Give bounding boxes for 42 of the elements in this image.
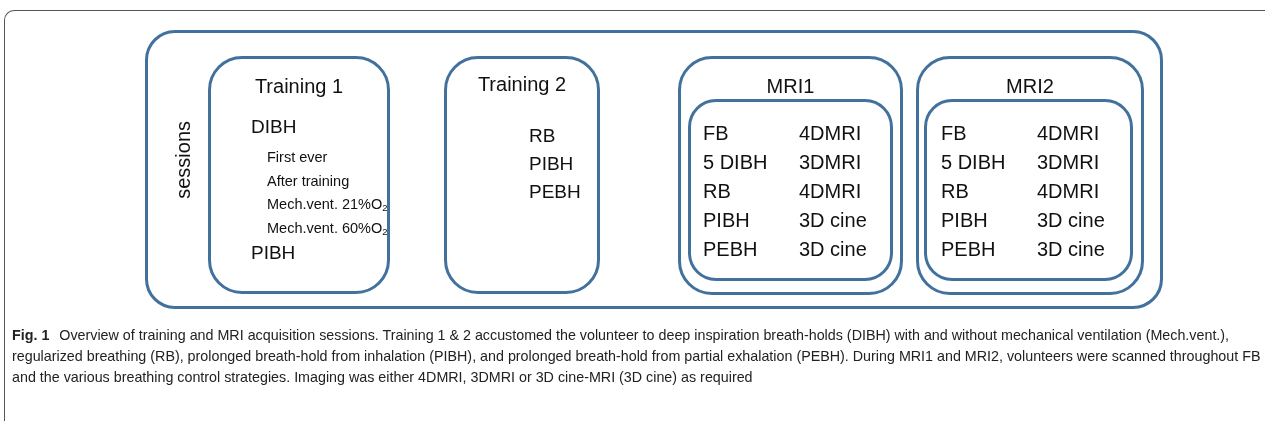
- box-text: PIBH: [941, 209, 988, 232]
- box-text: PEBH: [703, 238, 758, 261]
- box-text: Training 2: [477, 73, 567, 96]
- rounded-box: [678, 56, 903, 295]
- box-text: DIBH: [251, 116, 297, 138]
- rounded-box: [444, 56, 600, 294]
- box-text: 4DMRI: [799, 122, 862, 145]
- rounded-box: [924, 99, 1133, 281]
- box-text: First ever: [267, 149, 328, 166]
- box-text: 4DMRI: [1037, 122, 1100, 145]
- box-text: PIBH: [251, 242, 296, 264]
- rounded-box: [208, 56, 390, 294]
- box-text: 3DMRI: [799, 151, 862, 174]
- box-text: 4DMRI: [1037, 180, 1100, 203]
- box-text: RB: [941, 180, 969, 203]
- box-title: MRI2: [1006, 75, 1054, 98]
- box-text: 3D cine: [799, 238, 867, 261]
- box-title: MRI1: [766, 75, 815, 98]
- box-text: Mech.vent. 60%O$_{2}$: [267, 219, 388, 237]
- box-text: FB: [703, 122, 729, 145]
- box-text: 3D cine: [1037, 209, 1105, 232]
- box-text: PEBH: [529, 181, 581, 203]
- box-text: 5 DIBH: [941, 151, 1006, 174]
- rounded-box: [688, 99, 893, 281]
- box-text: Training 1: [254, 75, 344, 98]
- box-text: RB: [529, 125, 556, 147]
- box-text: PIBH: [703, 209, 750, 232]
- box-text: 4DMRI: [799, 180, 862, 203]
- box-text: 3D cine: [1037, 238, 1105, 261]
- box-text: After training: [267, 172, 350, 190]
- box-text: RB: [703, 180, 731, 203]
- rounded-box: [145, 30, 1163, 309]
- box-title: sessions: [172, 121, 195, 199]
- figure-caption: Fig. 1 Overview of training and MRI acquisition sessions. Training 1 & 2 accustomed the volunteer to deep inspiration breath-holds (DIBH) with and without mechanical ventilation (Mech.vent.), regularized breathing (RB), prolonged breath-hold from inhalation (PIBH), and prolonged breath-hold from partial exhalation (PEBH). During MRI1 and MRI2, volunteers were scanned throughout FB and the various breathing control strategies. Imaging was either 4DMRI, 3DMRI or 3D cine-MRI (3D cine) as required: [12, 326, 1262, 387]
- box-text: 5 DIBH: [703, 151, 768, 174]
- rounded-box: [916, 56, 1144, 295]
- box-text: Mech.vent. 21%O$_{2}$: [267, 196, 388, 213]
- box-text: 3D cine: [799, 209, 867, 232]
- box-text: PIBH: [529, 153, 574, 175]
- box-text: 3DMRI: [1037, 151, 1100, 174]
- box-text: FB: [941, 122, 967, 145]
- box-text: PEBH: [941, 238, 996, 261]
